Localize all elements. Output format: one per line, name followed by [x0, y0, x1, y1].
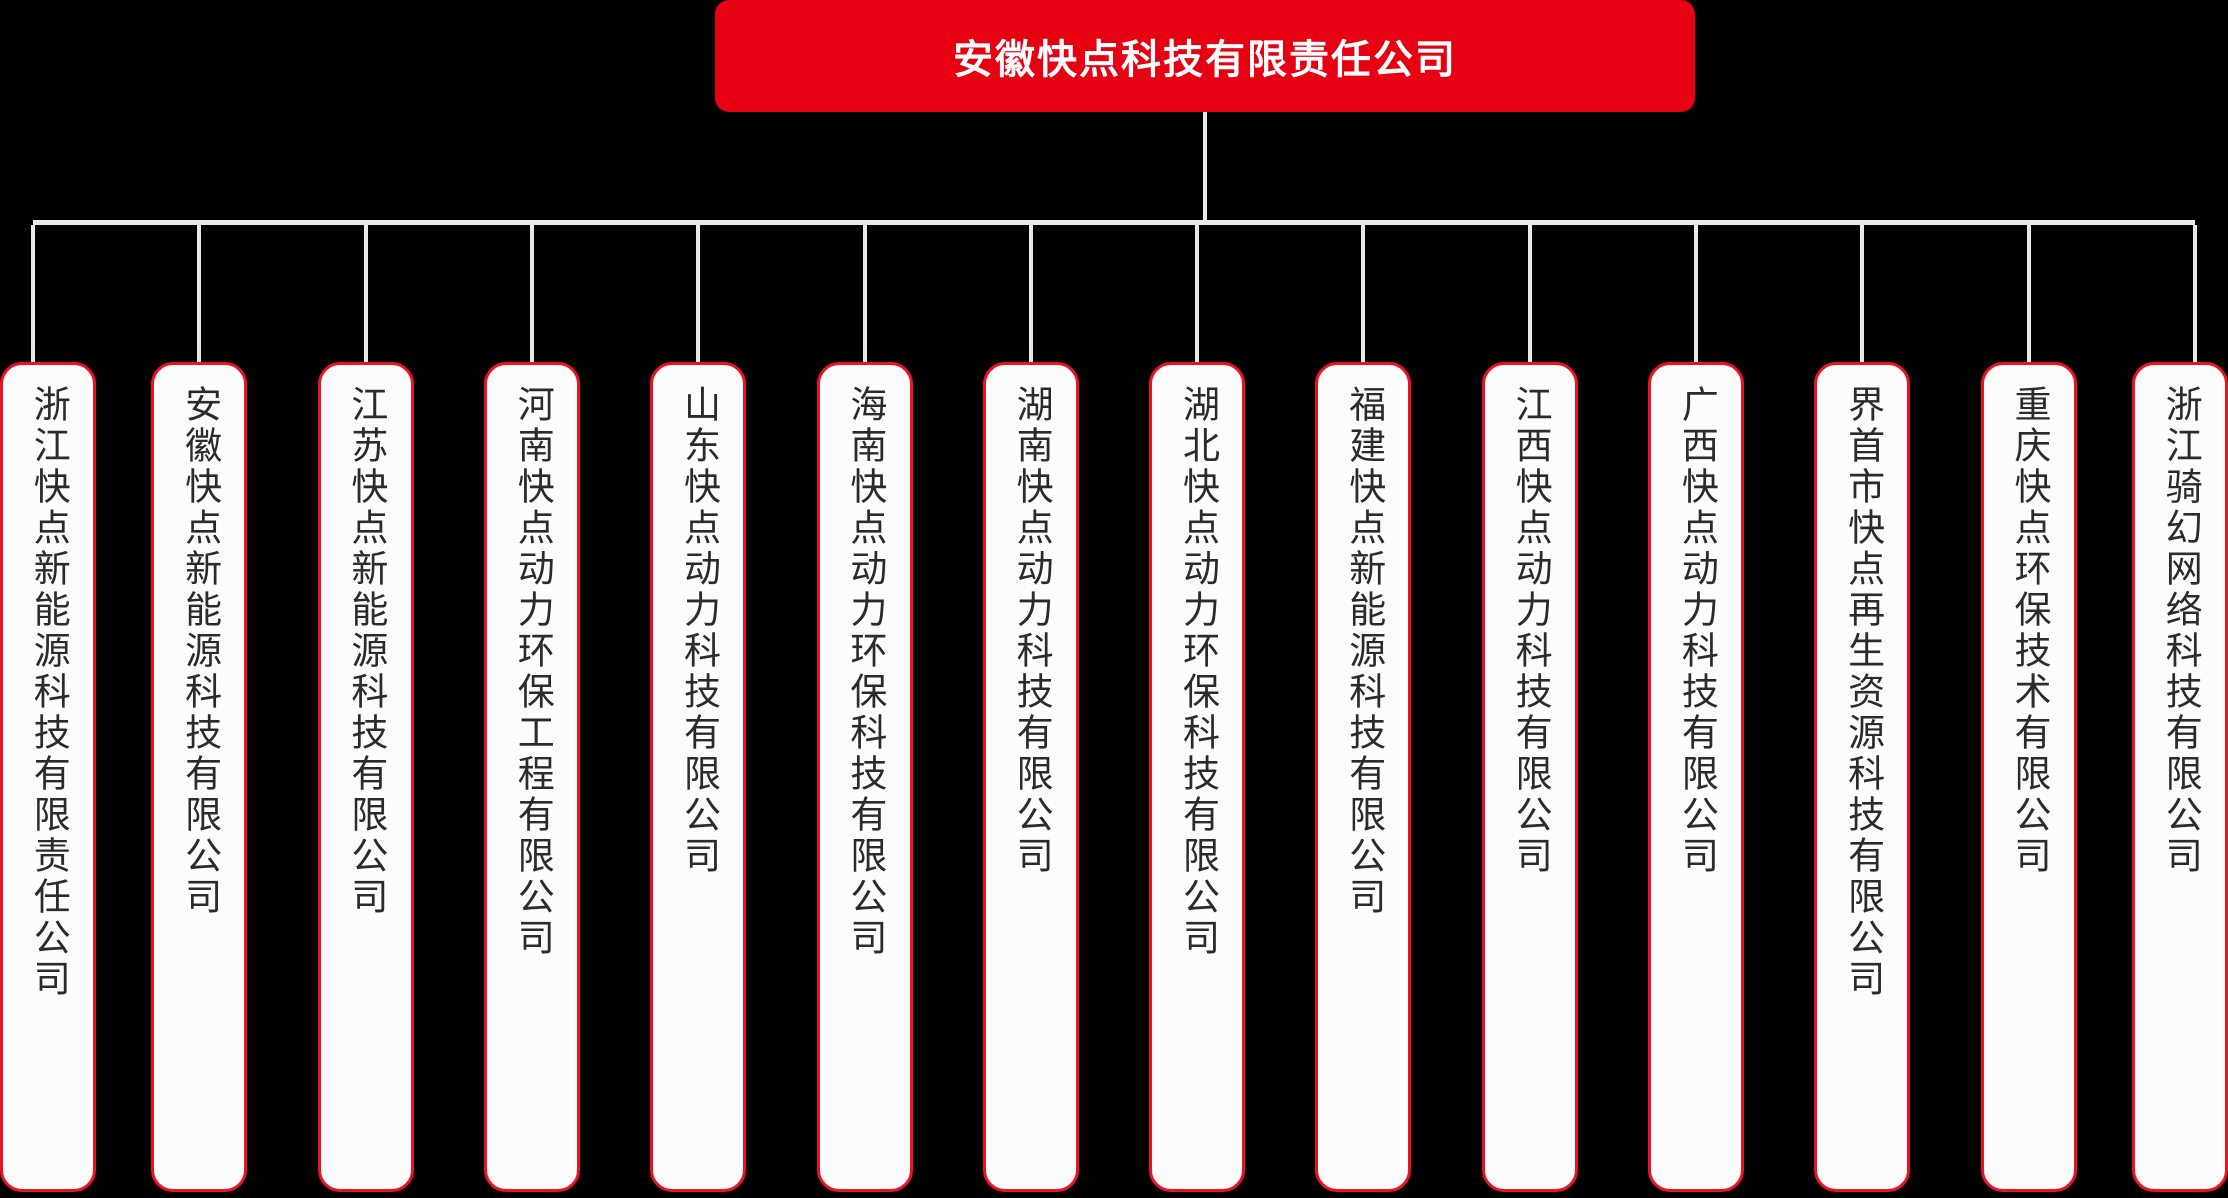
connector-drop-3 [363, 225, 368, 365]
child-node-label: 湖北快点动力环保科技有限公司 [1177, 385, 1219, 959]
child-node-label: 江西快点动力科技有限公司 [1510, 385, 1552, 877]
connector-drop-5 [696, 225, 701, 365]
child-node[interactable]: 重庆快点环保技术有限公司 [1980, 362, 2077, 1192]
connector-drop-8 [1195, 225, 1200, 365]
child-node[interactable]: 福建快点新能源科技有限公司 [1315, 362, 1412, 1192]
connector-drop-1 [31, 225, 35, 365]
child-node[interactable]: 广西快点动力科技有限公司 [1648, 362, 1745, 1192]
connector-drop-10 [1527, 225, 1532, 365]
root-node[interactable]: 安徽快点科技有限责任公司 [715, 0, 1695, 112]
connector-drop-7 [1028, 225, 1033, 365]
connector-drop-6 [862, 225, 867, 365]
child-node-label: 浙江快点新能源科技有限责任公司 [28, 385, 70, 1000]
connector-drop-12 [1860, 225, 1865, 365]
child-node[interactable]: 山东快点动力科技有限公司 [650, 362, 747, 1192]
child-node[interactable]: 江苏快点新能源科技有限公司 [317, 362, 414, 1192]
child-node[interactable]: 河南快点动力环保工程有限公司 [483, 362, 580, 1192]
connector-root-stem [1203, 112, 1207, 222]
connector-drop-9 [1361, 225, 1366, 365]
child-node-label: 重庆快点环保技术有限公司 [2008, 385, 2050, 877]
child-node-label: 浙江骑幻网络科技有限公司 [2160, 385, 2202, 877]
child-node[interactable]: 湖南快点动力科技有限公司 [982, 362, 1079, 1192]
connector-horizontal-bus [33, 220, 2195, 225]
child-node-label: 山东快点动力科技有限公司 [678, 385, 720, 877]
child-node-label: 海南快点动力环保科技有限公司 [844, 385, 886, 959]
connector-drop-4 [529, 225, 534, 365]
connector-drop-14 [2193, 225, 2197, 365]
child-node[interactable]: 湖北快点动力环保科技有限公司 [1149, 362, 1246, 1192]
child-node[interactable]: 浙江骑幻网络科技有限公司 [2132, 362, 2228, 1192]
child-node[interactable]: 江西快点动力科技有限公司 [1481, 362, 1578, 1192]
connector-drop-2 [197, 225, 202, 365]
child-node-label: 湖南快点动力科技有限公司 [1011, 385, 1053, 877]
child-node-label: 江苏快点新能源科技有限公司 [345, 385, 387, 918]
connector-drop-13 [2026, 225, 2031, 365]
child-node-label: 界首市快点再生资源科技有限公司 [1842, 385, 1884, 1000]
child-node[interactable]: 海南快点动力环保科技有限公司 [816, 362, 913, 1192]
child-node-label: 安徽快点新能源科技有限公司 [179, 385, 221, 918]
child-node-label: 河南快点动力环保工程有限公司 [512, 385, 554, 959]
child-node-label: 福建快点新能源科技有限公司 [1343, 385, 1385, 918]
root-node-label: 安徽快点科技有限责任公司 [953, 38, 1457, 82]
child-node[interactable]: 浙江快点新能源科技有限责任公司 [0, 362, 96, 1192]
child-node[interactable]: 界首市快点再生资源科技有限公司 [1814, 362, 1911, 1192]
child-node[interactable]: 安徽快点新能源科技有限公司 [151, 362, 248, 1192]
child-node-label: 广西快点动力科技有限公司 [1676, 385, 1718, 877]
connector-drop-11 [1694, 225, 1699, 365]
